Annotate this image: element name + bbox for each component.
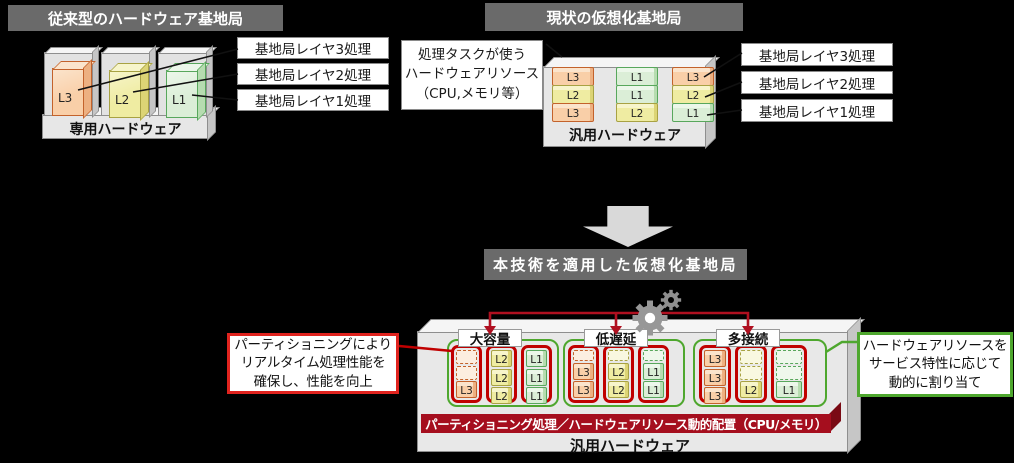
partition-column: L3 L3 — [568, 345, 599, 403]
dynamic-allocation-callout-line: サービス特性に応じて — [869, 356, 1001, 373]
resource-stack: L3 L2 L3 — [552, 67, 594, 122]
resource-cell: L2 — [608, 362, 629, 380]
stack-cell: L1 — [672, 103, 714, 122]
layer3-box-label: L3 — [58, 91, 73, 105]
layer2-box: L2 — [109, 70, 141, 118]
resource-cell: L3 — [573, 381, 594, 398]
partition-column: L3 L3 L3 — [699, 345, 731, 404]
empty-resource-cell — [608, 350, 629, 361]
partition-column: L1 — [771, 345, 807, 403]
current-layer3-label: 基地局レイヤ3処理 — [741, 43, 893, 66]
resource-stack: L1 L1 L2 — [616, 67, 658, 122]
empty-resource-cell — [573, 350, 594, 361]
stack-cell: L3 — [552, 103, 594, 122]
current-layer1-label: 基地局レイヤ1処理 — [741, 99, 893, 122]
resource-stack: L3 L2 L1 — [672, 67, 714, 122]
group-high-capacity-label: 大容量 — [458, 329, 522, 348]
resource-cell: L2 — [740, 381, 762, 398]
empty-resource-cell — [456, 350, 477, 364]
resource-cell: L3 — [704, 350, 726, 367]
empty-resource-cell — [740, 365, 762, 380]
stack-cell: L1 — [616, 67, 658, 86]
group-massive-connectivity-label: 多接続 — [716, 329, 780, 348]
partitioning-callout-line: パーティショニングにより — [234, 336, 392, 353]
resource-cell: L2 — [491, 368, 512, 386]
dynamic-allocation-callout-line: ハードウェアリソースを — [862, 337, 1008, 354]
empty-resource-cell — [643, 350, 664, 361]
partition-column: L1 L1 — [638, 345, 669, 403]
stack-cell: L3 — [672, 67, 714, 86]
stack-cell: L1 — [616, 85, 658, 104]
stack-cell: L2 — [552, 85, 594, 104]
resource-cell: L2 — [491, 387, 512, 404]
resource-cell: L1 — [776, 381, 802, 398]
partition-column: L2 — [735, 345, 767, 403]
resource-cell: L3 — [456, 381, 477, 398]
resource-note-line: 処理タスクが使う — [418, 46, 526, 63]
legacy-layer1-label: 基地局レイヤ1処理 — [237, 89, 389, 111]
current-layer2-label: 基地局レイヤ2処理 — [741, 71, 893, 94]
dynamic-allocation-callout-line: 動的に割り当て — [888, 374, 982, 391]
current-section-header: 現状の仮想化基地局 — [485, 3, 743, 31]
resource-cell: L2 — [491, 350, 512, 367]
resource-cell: L1 — [643, 381, 664, 398]
partitioning-callout: パーティショニングにより リアルタイム処理性能を 確保し、性能を向上 — [227, 333, 399, 394]
resource-cell: L3 — [573, 362, 594, 380]
resource-note-box: 処理タスクが使う ハードウェアリソース （CPU,メモリ等） — [401, 40, 543, 110]
proposed-hardware-label: 汎用ハードウェア — [569, 437, 690, 455]
partition-column: L2 L2 — [603, 345, 634, 403]
empty-resource-cell — [776, 365, 802, 380]
layer3-box: L3 — [52, 68, 84, 116]
layer1-box: L1 — [166, 70, 198, 118]
resource-cell: L3 — [704, 368, 726, 386]
current-hardware-label: 汎用ハードウェア — [569, 128, 681, 144]
stack-cell: L2 — [616, 103, 658, 122]
transform-arrow-icon — [583, 206, 673, 247]
partition-column: L1 L1 L1 — [521, 345, 552, 404]
legacy-layer3-label: 基地局レイヤ3処理 — [237, 37, 389, 59]
group-low-latency-label: 低遅延 — [584, 329, 648, 348]
legacy-section-header: 従来型のハードウェア基地局 — [8, 5, 283, 31]
resource-note-line: （CPU,メモリ等） — [415, 85, 529, 102]
resource-cell: L1 — [526, 350, 547, 367]
empty-resource-cell — [740, 350, 762, 364]
partition-column: L2 L2 L2 — [486, 345, 517, 404]
resource-cell: L1 — [526, 387, 547, 404]
partition-banner: パーティショニング処理／ハードウェアリソース動的配置（CPU/メモリ） — [421, 414, 831, 433]
layer1-box-label: L1 — [172, 93, 187, 107]
resource-cell: L1 — [526, 368, 547, 386]
resource-cell: L3 — [704, 387, 726, 404]
stack-cell: L2 — [672, 85, 714, 104]
proposed-section-header: 本技術を適用した仮想化基地局 — [484, 249, 747, 280]
stack-cell: L3 — [552, 67, 594, 86]
resource-cell: L1 — [643, 362, 664, 380]
empty-resource-cell — [776, 350, 802, 364]
layer2-box-label: L2 — [115, 93, 130, 107]
dynamic-allocation-callout: ハードウェアリソースを サービス特性に応じて 動的に割り当て — [857, 332, 1013, 397]
partitioning-callout-line: 確保し、性能を向上 — [253, 373, 373, 390]
empty-resource-cell — [456, 365, 477, 380]
resource-note-line: ハードウェアリソース — [404, 66, 540, 83]
legacy-hardware-label: 専用ハードウェア — [69, 122, 182, 138]
partitioning-callout-line: リアルタイム処理性能を — [240, 355, 386, 372]
partition-column: L3 — [451, 345, 482, 403]
legacy-layer2-label: 基地局レイヤ2処理 — [237, 63, 389, 85]
resource-cell: L2 — [608, 381, 629, 398]
